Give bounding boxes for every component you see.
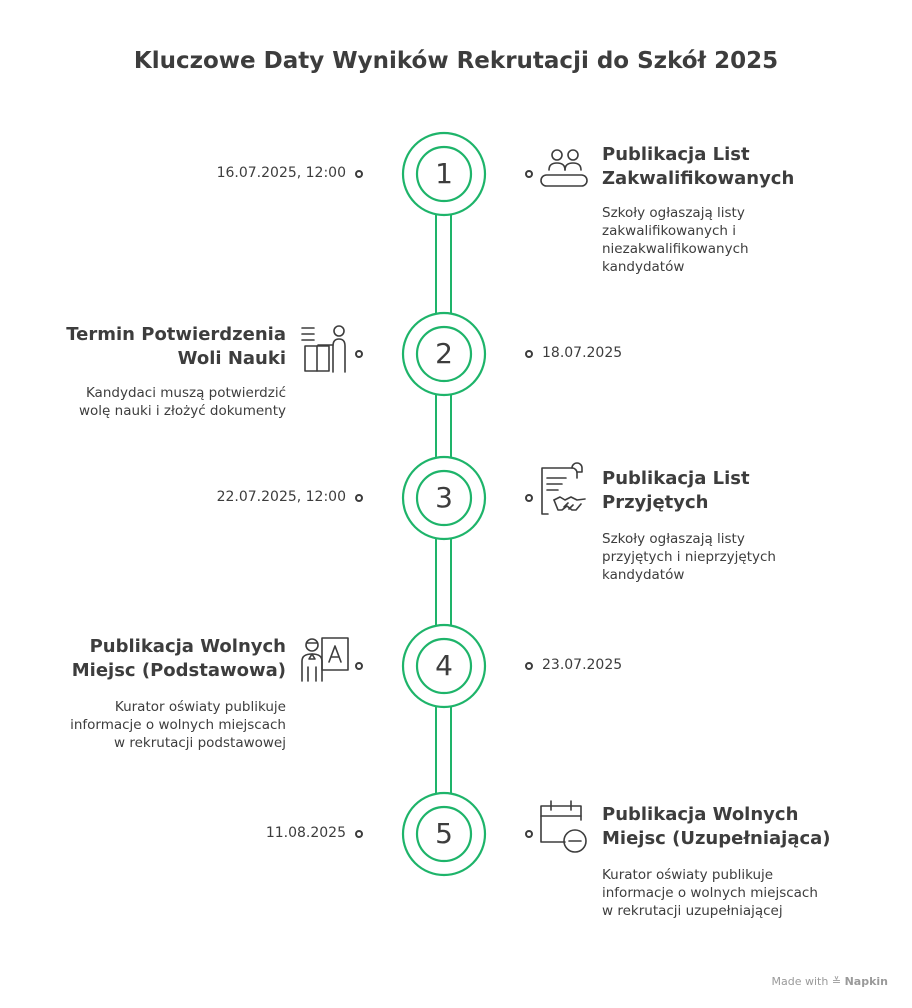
dot-right-3 (525, 494, 533, 502)
dot-left-3 (355, 494, 363, 502)
step-heading-3-line-1: Publikacja List (602, 468, 750, 489)
step-description-5-line: informacje o wolnych miejscach (602, 885, 818, 901)
circle-step-5 (401, 791, 487, 877)
step-description-3-line: przyjętych i nieprzyjętych (602, 549, 776, 565)
step-heading-2-line-2: Woli Nauki (177, 348, 286, 369)
step-date-4: 23.07.2025 (542, 657, 623, 673)
step-date-3: 22.07.2025, 12:00 (216, 489, 346, 505)
step-description-1-line: kandydatów (602, 259, 685, 275)
step-description-5-line: w rekrutacji uzupełniającej (602, 903, 783, 919)
connector-3-4 (435, 537, 452, 627)
teacher-board-icon (301, 637, 349, 682)
step-heading-2-line-1: Termin Potwierdzenia (66, 324, 286, 345)
step-date-5: 11.08.2025 (265, 825, 346, 841)
step-heading-5-line-2: Miejsc (Uzupełniająca) (602, 828, 831, 849)
step-description-2-line: Kandydaci muszą potwierdzić (85, 385, 286, 401)
person-desk-icon (301, 325, 346, 373)
connector-2-3 (435, 393, 452, 459)
dot-left-1 (355, 170, 363, 178)
step-heading-3: Publikacja List Przyjętych (602, 467, 862, 515)
step-date-1: 16.07.2025, 12:00 (216, 165, 346, 181)
circle-step-4 (401, 623, 487, 709)
step-description-5-line: Kurator oświaty publikuje (602, 867, 774, 883)
step-description-1-line: Szkoły ogłaszają listy (602, 205, 745, 221)
step-heading-4: Publikacja Wolnych Miejsc (Podstawowa) (26, 635, 286, 683)
dot-right-5 (525, 830, 533, 838)
page-title: Kluczowe Daty Wyników Rekrutacji do Szkó… (133, 48, 779, 74)
circle-step-2 (401, 311, 487, 397)
step-heading-3-line-2: Przyjętych (602, 492, 709, 513)
document-handshake-icon (541, 462, 586, 515)
step-heading-4-line-2: Miejsc (Podstawowa) (71, 660, 286, 681)
step-description-1-line: zakwalifikowanych i (602, 223, 736, 239)
dot-right-1 (525, 170, 533, 178)
step-description-3-line: Szkoły ogłaszają listy (602, 531, 745, 547)
step-heading-4-line-1: Publikacja Wolnych (89, 636, 286, 657)
circle-step-1 (401, 131, 487, 217)
step-description-3: Szkoły ogłaszają listy przyjętych i niep… (602, 530, 852, 584)
step-description-2: Kandydaci muszą potwierdzić wolę nauki i… (36, 384, 286, 420)
step-date-2: 18.07.2025 (542, 345, 623, 361)
footer-brand: Napkin (844, 975, 888, 988)
dot-left-2 (355, 350, 363, 358)
step-number-1: 1 (435, 157, 453, 190)
napkin-logo-icon: ≚ (831, 975, 842, 988)
step-heading-1-line-1: Publikacja List (602, 144, 750, 165)
step-description-4-line: informacje o wolnych miejscach (70, 717, 286, 733)
timeline-circles (401, 131, 487, 877)
step-description-1-line: niezakwalifikowanych (602, 241, 749, 257)
calendar-minus-icon (540, 800, 587, 853)
dot-right-2 (525, 350, 533, 358)
step-description-1: Szkoły ogłaszają listy zakwalifikowanych… (602, 204, 852, 276)
step-number-5: 5 (435, 817, 453, 850)
timeline-dots (355, 170, 533, 838)
step-number-2: 2 (435, 337, 453, 370)
step-description-3-line: kandydatów (602, 567, 685, 583)
step-description-5: Kurator oświaty publikuje informacje o w… (602, 866, 852, 920)
step-heading-5: Publikacja Wolnych Miejsc (Uzupełniająca… (602, 803, 862, 851)
people-list-icon (540, 149, 588, 187)
step-heading-1: Publikacja List Zakwalifikowanych (602, 143, 862, 191)
step-heading-5-line-1: Publikacja Wolnych (602, 804, 799, 825)
footer-prefix: Made with (771, 975, 829, 988)
circle-step-3 (401, 455, 487, 541)
step-heading-2: Termin Potwierdzenia Woli Nauki (26, 323, 286, 371)
step-number-4: 4 (435, 649, 453, 682)
step-description-4: Kurator oświaty publikuje informacje o w… (36, 698, 286, 752)
dot-left-5 (355, 830, 363, 838)
step-heading-1-line-2: Zakwalifikowanych (602, 168, 795, 189)
step-number-3: 3 (435, 481, 453, 514)
step-description-4-line: w rekrutacji podstawowej (114, 735, 286, 751)
step-description-4-line: Kurator oświaty publikuje (114, 699, 286, 715)
connector-1-2 (435, 213, 452, 315)
dot-right-4 (525, 662, 533, 670)
connector-4-5 (435, 705, 452, 795)
footer-attribution[interactable]: Made with ≚ Napkin (772, 975, 888, 988)
step-description-2-line: wolę nauki i złożyć dokumenty (79, 403, 286, 419)
dot-left-4 (355, 662, 363, 670)
